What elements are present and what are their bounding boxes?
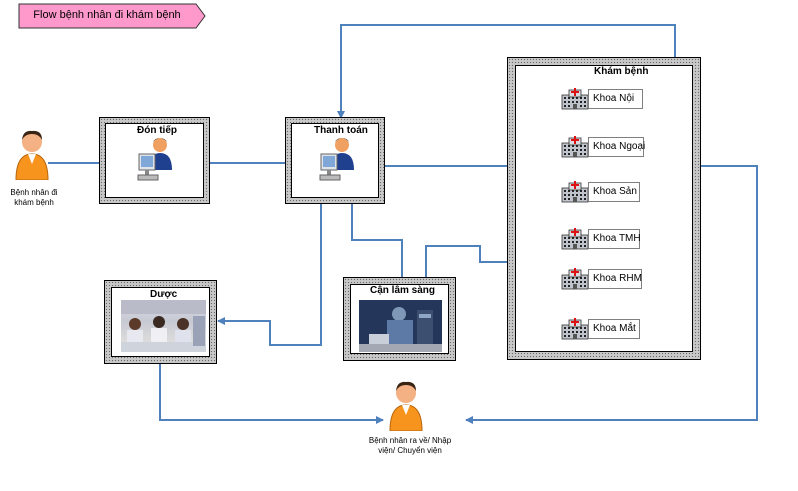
payment-title: Thanh toán <box>314 125 368 136</box>
department-label: Khoa RHM <box>588 269 642 289</box>
paraclinical-title: Cận lâm sàng <box>370 285 436 296</box>
title-banner-shape <box>18 3 206 29</box>
hospital-building-icon <box>561 228 589 255</box>
department-label: Khoa Nội <box>588 89 643 109</box>
department-label: Khoa TMH <box>588 229 641 249</box>
department-label: Khoa Mắt <box>588 319 640 339</box>
pharmacy-title: Dược <box>150 289 178 300</box>
payment-box <box>285 117 385 204</box>
person-icon <box>389 381 423 431</box>
department-label: Khoa Sản <box>588 182 640 202</box>
patient-in-label: Bệnh nhân đi khám bệnh <box>10 188 58 207</box>
computer-user-icon <box>319 138 354 181</box>
department-label: Khoa Ngoại <box>588 137 645 157</box>
hospital-building-icon <box>561 318 589 345</box>
reception-title: Đón tiếp <box>137 125 177 136</box>
person-icon <box>15 130 49 180</box>
diagram-title: Flow bệnh nhân đi khám bệnh <box>33 9 181 21</box>
paraclinical-photo <box>359 300 442 352</box>
patient-out-label: Bệnh nhân ra về/ Nhập viện/ Chuyển viện <box>368 436 452 455</box>
computer-user-icon <box>137 138 172 181</box>
hospital-building-icon <box>561 88 589 115</box>
hospital-building-icon <box>561 136 589 163</box>
examination-box <box>507 57 701 360</box>
examination-title: Khám bệnh <box>594 66 649 77</box>
pharmacy-photo <box>121 300 206 352</box>
hospital-building-icon <box>561 268 589 295</box>
hospital-building-icon <box>561 181 589 208</box>
